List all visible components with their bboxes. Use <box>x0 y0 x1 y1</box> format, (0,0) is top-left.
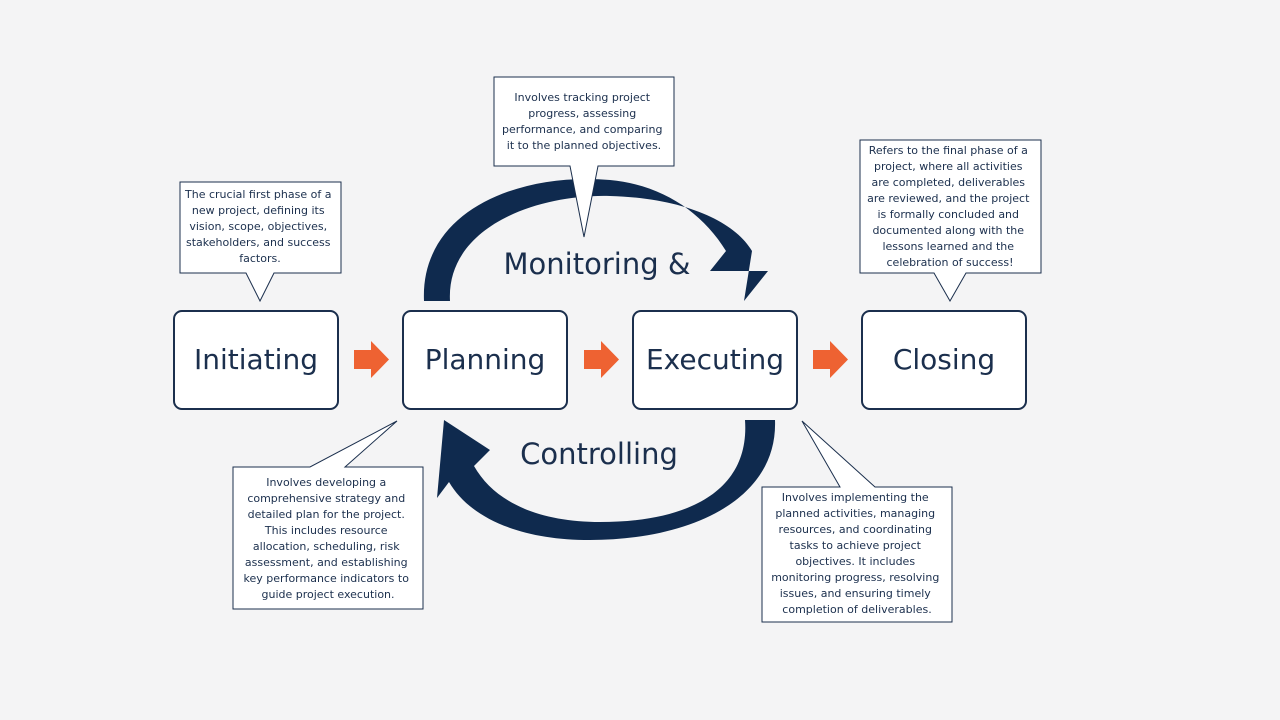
phase-planning: Planning <box>402 310 568 410</box>
phase-box <box>173 310 339 410</box>
cycle-arrow-top <box>423 178 768 301</box>
flow-arrow-3 <box>813 341 848 378</box>
phase-label-executing: Executing <box>646 343 784 376</box>
cycle-label-bottom: Controlling <box>520 437 678 471</box>
flow-arrow-1 <box>354 341 389 378</box>
callout-text-closing: Refers to the final phase of a project, … <box>867 144 1033 269</box>
callout-executing: Involves implementing the planned activi… <box>761 420 953 623</box>
callout-planning: Involves developing a comprehensive stra… <box>232 420 424 610</box>
callout-closing: Refers to the final phase of a project, … <box>859 139 1042 303</box>
phase-label-closing: Closing <box>893 343 995 376</box>
callout-shape <box>493 76 675 238</box>
flow-arrows <box>354 341 848 378</box>
callout-text-executing: Involves implementing the planned activi… <box>771 491 943 616</box>
phase-box <box>861 310 1027 410</box>
phase-box <box>402 310 568 410</box>
phase-box <box>632 310 798 410</box>
flow-arrow-2 <box>584 341 619 378</box>
phase-label-initiating: Initiating <box>194 343 318 376</box>
callout-text-initiating: The crucial first phase of a new project… <box>184 188 335 265</box>
cycle-arrows <box>423 178 776 540</box>
phase-initiating: Initiating <box>173 310 339 410</box>
callout-monitoring: Involves tracking project progress, asse… <box>493 76 675 238</box>
phase-label-planning: Planning <box>425 343 546 376</box>
callout-shape <box>761 420 953 623</box>
cycle-label-top: Monitoring & <box>504 247 691 281</box>
callout-initiating: The crucial first phase of a new project… <box>179 181 342 303</box>
phase-closing: Closing <box>861 310 1027 410</box>
callout-text-planning: Involves developing a comprehensive stra… <box>244 476 413 601</box>
callout-shape <box>232 420 424 610</box>
callout-shape <box>179 181 342 303</box>
phase-executing: Executing <box>632 310 798 410</box>
callout-shape <box>859 139 1042 303</box>
callout-text-monitoring: Involves tracking project progress, asse… <box>502 91 666 152</box>
cycle-arrow-bottom <box>437 420 776 540</box>
